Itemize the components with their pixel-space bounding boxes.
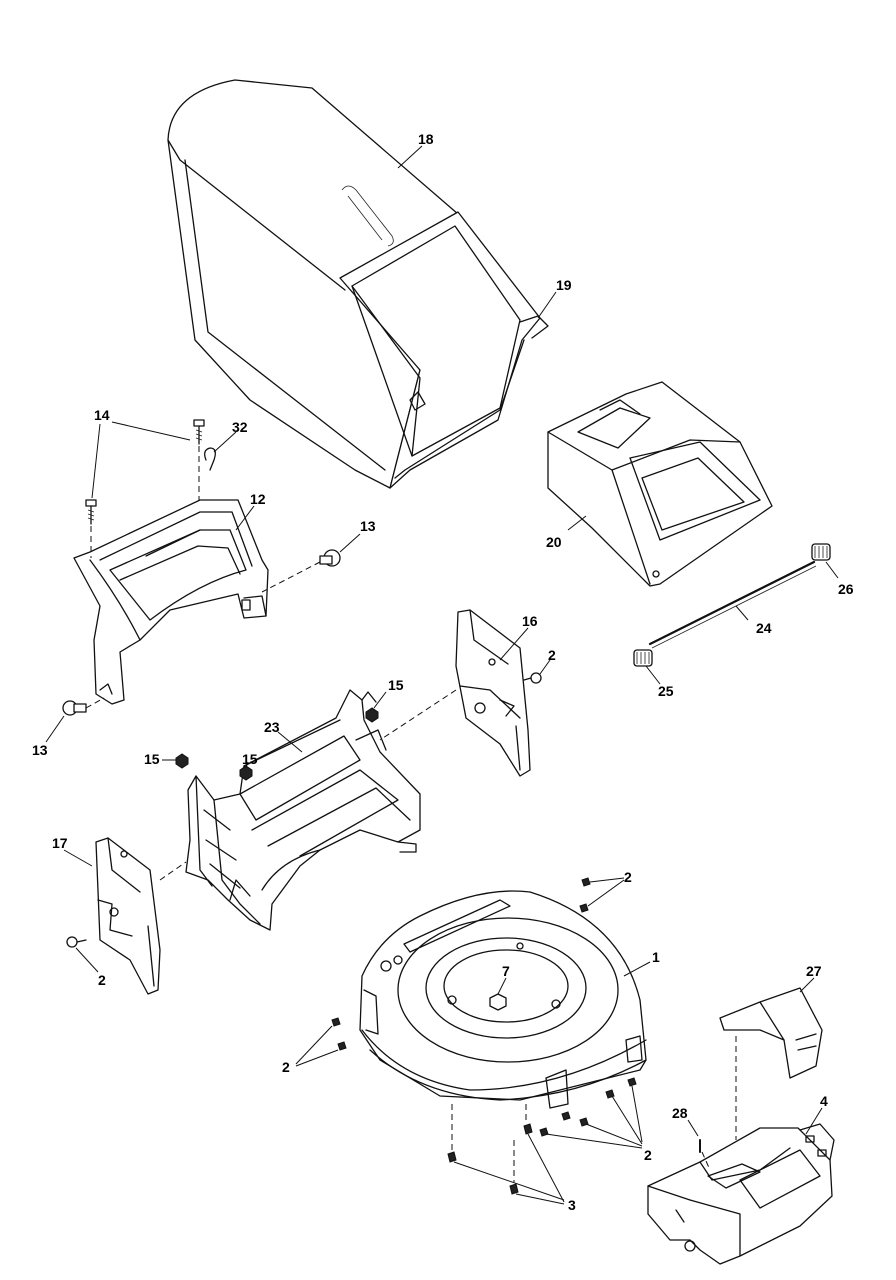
callout-20: 20 xyxy=(546,534,562,550)
spring-25 xyxy=(633,649,653,667)
callout-2-right: 2 xyxy=(548,647,556,663)
handle-bracket-frame xyxy=(185,689,421,931)
discharge-chute xyxy=(73,499,269,705)
bolt-3 xyxy=(447,1123,533,1195)
callout-23: 23 xyxy=(264,719,280,735)
grass-bag xyxy=(167,79,549,489)
rear-housing-4 xyxy=(647,1123,835,1265)
callout-15-top: 15 xyxy=(388,677,404,693)
callout-13-right: 13 xyxy=(360,518,376,534)
callout-15-left: 15 xyxy=(144,751,160,767)
bolt-2-right xyxy=(523,672,542,684)
callout-17: 17 xyxy=(52,835,68,851)
bolt-2-deck-top xyxy=(579,877,591,913)
nut-15-c xyxy=(239,765,253,781)
rear-flap-27 xyxy=(719,987,823,1079)
bolt-2-left xyxy=(66,936,87,948)
callout-13-left: 13 xyxy=(32,742,48,758)
screw-14-b xyxy=(85,499,97,525)
spring-26 xyxy=(811,543,831,561)
callout-2-deck-left: 2 xyxy=(282,1059,290,1075)
callout-28: 28 xyxy=(672,1105,688,1121)
callout-27: 27 xyxy=(806,963,822,979)
callout-18: 18 xyxy=(418,131,434,147)
mower-deck xyxy=(359,890,647,1109)
callout-4: 4 xyxy=(820,1093,828,1109)
clip-32 xyxy=(204,447,216,471)
callout-2-deck-top: 2 xyxy=(624,869,632,885)
nut-15-b xyxy=(365,707,379,723)
rod-and-springs xyxy=(633,543,831,667)
callout-12: 12 xyxy=(250,491,266,507)
callout-19: 19 xyxy=(556,277,572,293)
callout-14: 14 xyxy=(94,407,110,423)
callout-26: 26 xyxy=(838,581,854,597)
nut-7 xyxy=(489,993,507,1011)
knob-13-left xyxy=(62,700,87,716)
bracket-17 xyxy=(95,837,161,995)
callout-2-left: 2 xyxy=(98,972,106,988)
callout-2-deck-bottom: 2 xyxy=(644,1147,652,1163)
knob-13-right xyxy=(319,549,341,567)
rear-cover xyxy=(547,381,773,587)
callout-16: 16 xyxy=(522,613,538,629)
bolt-2-deck-left xyxy=(331,1017,347,1051)
bracket-16 xyxy=(455,609,531,777)
callout-3: 3 xyxy=(568,1197,576,1213)
callout-7: 7 xyxy=(502,963,510,979)
callout-25: 25 xyxy=(658,683,674,699)
screw-14-a xyxy=(193,419,205,445)
callout-1: 1 xyxy=(652,949,660,965)
callout-32: 32 xyxy=(232,419,248,435)
callout-24: 24 xyxy=(756,620,772,636)
callout-15-mid: 15 xyxy=(242,751,258,767)
callout-labels: 18 19 14 32 12 13 20 26 16 24 2 15 25 23… xyxy=(32,131,854,1213)
nut-15-a xyxy=(175,753,189,769)
